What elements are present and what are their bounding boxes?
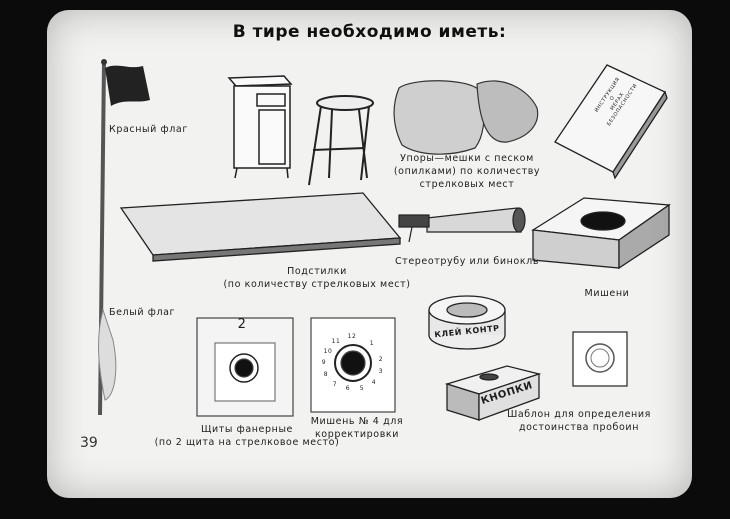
cabinet-icon [227, 75, 293, 179]
stool-icon [308, 95, 374, 186]
illustrations [98, 59, 671, 421]
white-flag-label: Белый флаг [109, 307, 176, 318]
mat-icon [119, 192, 402, 262]
pins-box-icon [444, 365, 542, 421]
target-4-icon [310, 317, 396, 413]
target-num: 2 [378, 356, 384, 363]
target-4-label: Мишень № 4 для корректировки [310, 416, 404, 440]
target-num: 9 [321, 359, 327, 366]
target-num: 8 [323, 371, 329, 378]
slide-frame: В тире необходимо иметь: [47, 10, 692, 498]
red-flag-label: Красный флаг [109, 124, 188, 135]
target-num: 6 [345, 385, 351, 392]
sandbags-label: Упоры—мешки с песком (опилками) по колич… [393, 153, 541, 190]
target-num: 7 [332, 381, 338, 388]
target-num: 5 [359, 385, 365, 392]
target-num: 1 [369, 340, 375, 347]
mats-label: Подстилки (по количеству стрелковых мест… [223, 266, 411, 290]
stereo-tube-icon [398, 207, 526, 243]
targets-label: Мишени [584, 288, 630, 299]
shields-label: Щиты фанерные (по 2 щита на стрелковое м… [154, 424, 340, 448]
flag-pole-icon [98, 59, 150, 416]
sandbag-icon [393, 80, 539, 155]
target-num: 11 [331, 338, 341, 345]
slide-title: В тире необходимо иметь: [232, 22, 507, 42]
page-number: 39 [80, 435, 98, 451]
glue-tape-icon [428, 295, 506, 350]
instruction-book-icon [554, 64, 668, 180]
targets-stack-icon [531, 197, 671, 270]
stereo-tube-label: Стереотрубу или бинокль [394, 256, 540, 267]
template-label: Шаблон для определения достоинства пробо… [507, 409, 651, 433]
target-num: 12 [347, 333, 357, 340]
plywood-shield-icon [196, 317, 294, 417]
target-num: 10 [323, 348, 333, 355]
target-num: 3 [378, 368, 384, 375]
target-num: 4 [371, 379, 377, 386]
shield-number: 2 [237, 317, 247, 332]
template-icon [572, 331, 628, 387]
